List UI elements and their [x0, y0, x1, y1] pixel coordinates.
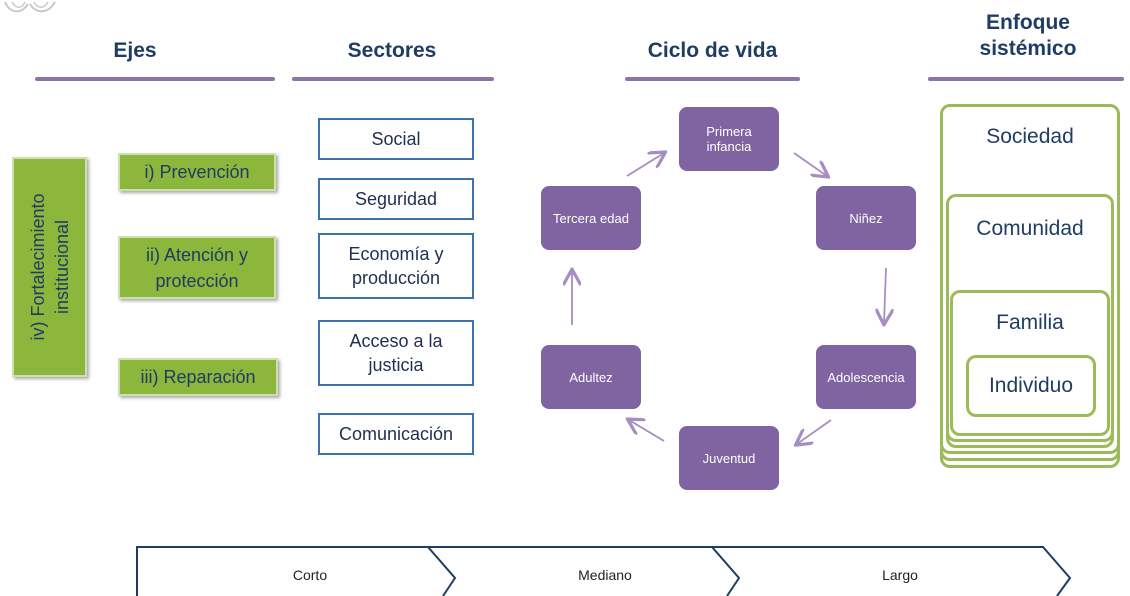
ciclo-tercera-edad: Tercera edad: [541, 186, 641, 250]
arrow-ninez-to-adolescencia: [884, 267, 886, 323]
eje-atencion-line1: ii) Atención y: [145, 244, 249, 265]
eje-prevencion: i) Prevención: [118, 153, 276, 191]
sector-acceso-line1: Acceso a la: [349, 331, 443, 351]
header-sectores: Sectores: [347, 39, 437, 62]
eje-atencion-proteccion: ii) Atención y protección: [118, 236, 276, 299]
sector-comunicacion: Comunicación: [318, 413, 474, 455]
header-ciclo-de-vida: Ciclo de vida: [647, 39, 778, 62]
plazo-mediano: Mediano: [578, 567, 632, 583]
header-enfoque-line1: Enfoque: [986, 11, 1070, 34]
ciclo-ninez-label: Niñez: [849, 210, 883, 226]
header-ejes-underline: [35, 77, 275, 81]
sector-acceso-line2: justicia: [368, 355, 424, 375]
arrow-adolescencia-to-juventud: [797, 419, 832, 444]
plazo-corto: Corto: [292, 567, 328, 583]
logo-icon: [4, 1, 56, 13]
ciclo-adolescencia-label: Adolescencia: [827, 369, 905, 385]
sector-seguridad: Seguridad: [318, 178, 474, 220]
header-enfoque-sistemico: Enfoque sistémico: [928, 10, 1128, 62]
nivel-sociedad-label: Sociedad: [986, 125, 1074, 148]
sector-economia-produccion: Economía y producción: [318, 233, 474, 299]
header-enfoque-underline: [928, 77, 1124, 81]
eje-reparacion: iii) Reparación: [118, 358, 278, 396]
arrow-infancia-to-ninez: [793, 152, 827, 176]
nivel-familia-label: Familia: [996, 311, 1064, 334]
plazo-largo: Largo: [882, 567, 918, 583]
ciclo-ninez: Niñez: [816, 186, 916, 250]
ciclo-primera-infancia-line2: infancia: [706, 139, 752, 154]
header-sectores-underline: [292, 77, 494, 81]
eje-atencion-line2: protección: [155, 270, 239, 291]
nivel-individuo-label: Individuo: [988, 374, 1074, 397]
header-enfoque-line2: sistémico: [979, 37, 1077, 60]
eje-fortalecimiento-institucional: iv) Fortalecimiento institucional: [12, 157, 87, 377]
header-ciclo-underline: [625, 77, 800, 81]
sector-economia-line1: Economía y: [348, 244, 444, 264]
sector-social-label: Social: [371, 129, 421, 149]
nivel-comunidad-label: Comunidad: [976, 217, 1084, 240]
nivel-individuo: Individuo: [966, 355, 1096, 417]
chevron-largo: [712, 546, 1072, 596]
ciclo-adultez: Adultez: [541, 345, 641, 409]
ciclo-adultez-label: Adultez: [569, 369, 613, 385]
sector-comunicacion-label: Comunicación: [338, 424, 454, 444]
arrow-tercera-to-infancia: [626, 153, 664, 177]
sector-seguridad-label: Seguridad: [354, 189, 438, 209]
arrow-juventud-to-adultez: [629, 420, 665, 442]
ciclo-primera-infancia: Primera infancia: [679, 107, 779, 171]
eje-reparacion-label: iii) Reparación: [140, 367, 256, 387]
ciclo-tercera-edad-label: Tercera edad: [553, 210, 629, 226]
header-ejes: Ejes: [113, 39, 157, 62]
eje-prevencion-label: i) Prevención: [144, 162, 250, 182]
chevron-mediano: [428, 546, 741, 596]
ciclo-juventud-label: Juventud: [702, 450, 756, 466]
ciclo-adolescencia: Adolescencia: [816, 345, 916, 409]
ciclo-primera-infancia-line1: Primera: [706, 124, 752, 139]
ciclo-juventud: Juventud: [679, 426, 779, 490]
sector-acceso-justicia: Acceso a la justicia: [318, 320, 474, 386]
sector-social: Social: [318, 118, 474, 160]
sector-economia-line2: producción: [351, 268, 441, 288]
